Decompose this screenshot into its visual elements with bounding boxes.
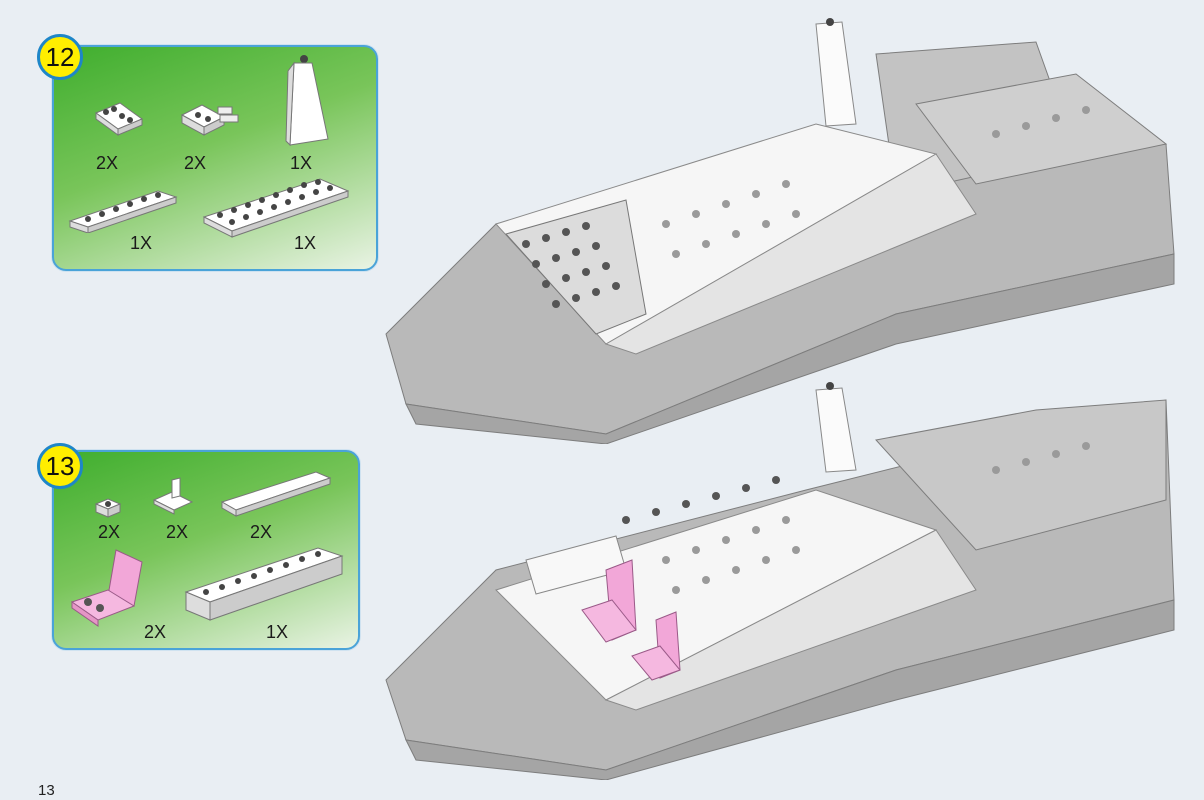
part-qty: 2X	[250, 522, 273, 542]
step-number-badge: 12	[37, 34, 83, 80]
brick-1x1-white-icon	[94, 498, 122, 518]
part-qty: 1X	[266, 622, 289, 642]
part-qty: 2X	[144, 622, 167, 642]
bracket-white-icon	[152, 477, 194, 515]
plate-2x8-white-icon	[202, 178, 350, 238]
step-12-parts-panel: 2X 2X 1X 1X 1X	[52, 45, 378, 271]
step-number-badge: 13	[37, 443, 83, 489]
step-13-parts-panel: 2X 2X 2X 2X 1X	[52, 450, 360, 650]
seat-pink-icon	[70, 549, 143, 627]
page-number: 13	[38, 782, 55, 799]
tile-1x8-white-icon	[220, 471, 332, 517]
part-qty: 1X	[294, 233, 317, 253]
plate-1x4-white-icon	[94, 102, 144, 136]
brick-1x8-white-icon	[184, 547, 344, 621]
plate-hinge-white-icon	[180, 104, 239, 136]
plate-1x6-white-icon	[68, 190, 178, 233]
part-qty: 2X	[98, 522, 121, 542]
part-qty: 2X	[166, 522, 189, 542]
part-qty: 2X	[96, 153, 119, 173]
boat-step-13-illustration	[385, 382, 1175, 780]
slope-tall-white-icon	[285, 55, 329, 147]
part-qty: 2X	[184, 153, 207, 173]
boat-step-12-illustration	[385, 18, 1175, 444]
part-qty: 1X	[130, 233, 153, 253]
part-qty: 1X	[290, 153, 313, 173]
